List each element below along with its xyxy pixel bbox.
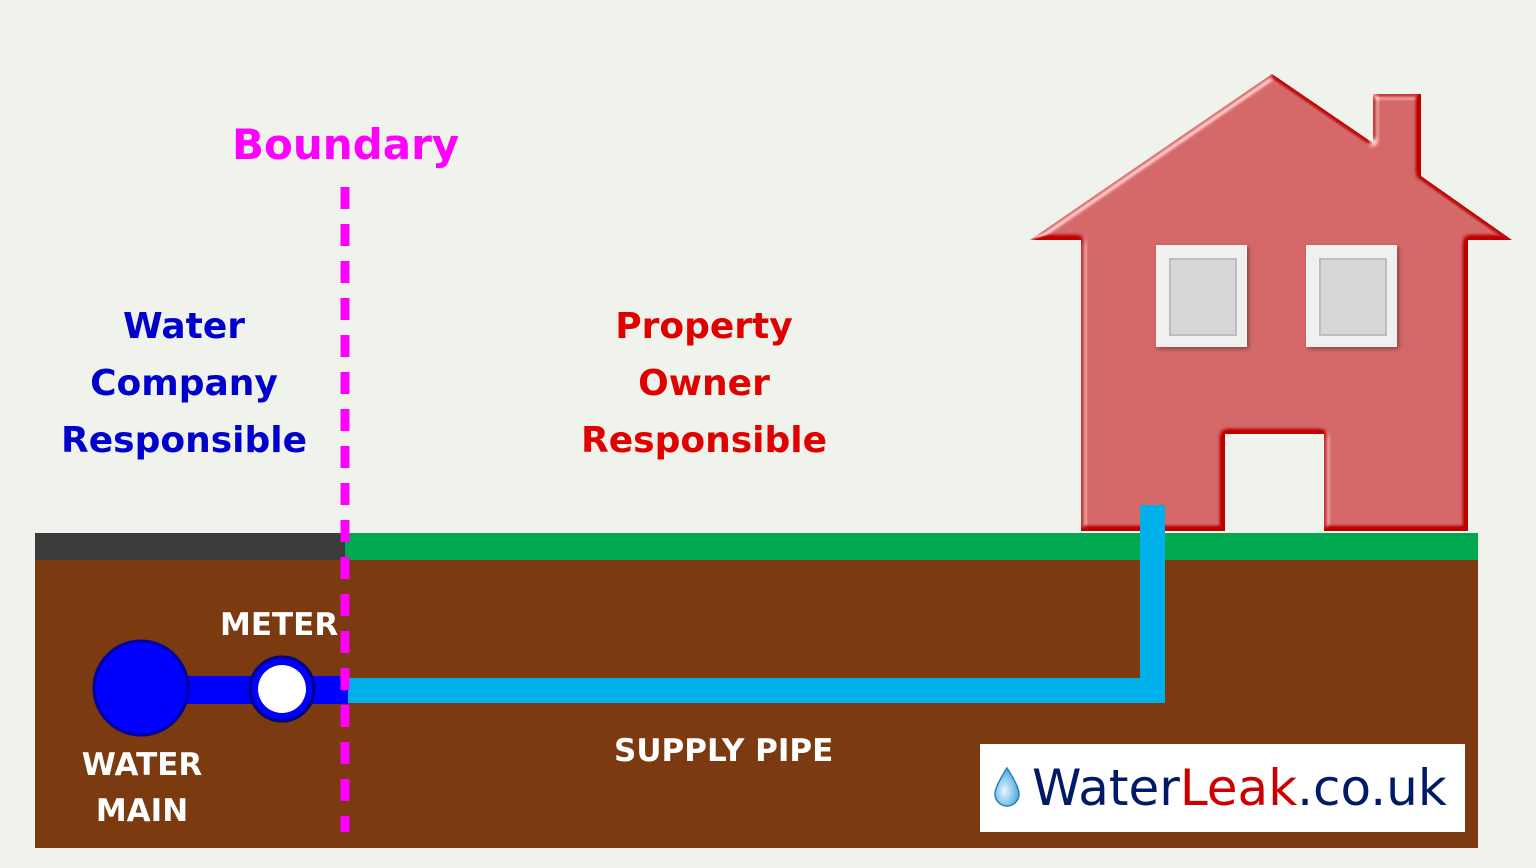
house-body <box>1030 74 1512 531</box>
logo-word-water: Water <box>1032 759 1180 817</box>
waterleak-logo[interactable]: WaterLeak.co.uk <box>980 744 1465 832</box>
water-main-line-1: WATER <box>81 747 203 783</box>
property-owner-line-1: Property <box>615 306 793 347</box>
logo-word-leak: Leak <box>1179 759 1298 817</box>
grass-strip <box>345 533 1478 560</box>
water-main-line-2: MAIN <box>95 793 189 829</box>
meter <box>248 655 316 723</box>
water-main <box>92 639 190 737</box>
supply-pipe <box>345 505 1165 703</box>
property-owner-label: Property Owner Responsible <box>548 298 860 469</box>
logo-word-co: .co <box>1297 759 1371 817</box>
water-main-label: WATER MAIN <box>62 742 222 834</box>
road-surface <box>35 533 345 560</box>
house <box>1030 74 1512 531</box>
water-drop-icon <box>994 766 1020 807</box>
water-company-line-2: Company <box>90 363 278 404</box>
water-company-label: Water Company Responsible <box>38 298 330 469</box>
logo-word-uk: .uk <box>1370 759 1447 817</box>
logo-text: WaterLeak.co.uk <box>1032 756 1447 820</box>
property-owner-line-3: Responsible <box>581 420 827 461</box>
meter-label: METER <box>220 607 339 643</box>
boundary-label: Boundary <box>232 120 460 169</box>
water-company-line-3: Responsible <box>61 420 307 461</box>
property-owner-line-2: Owner <box>638 363 770 404</box>
water-company-line-1: Water <box>122 306 246 347</box>
house-window-left <box>1156 245 1247 347</box>
house-window-right <box>1306 245 1397 347</box>
supply-pipe-label: SUPPLY PIPE <box>614 733 834 769</box>
